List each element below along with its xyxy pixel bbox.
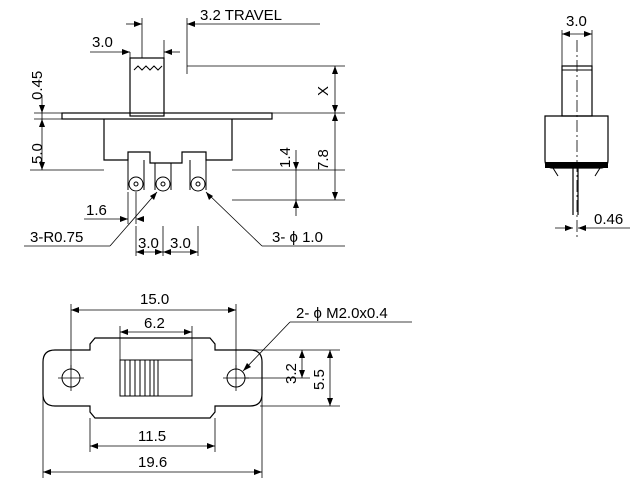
dim-overall-width: 19.6 bbox=[138, 454, 167, 471]
switch-body bbox=[103, 119, 233, 164]
dim-pin-pitch-1: 3.0 bbox=[138, 235, 159, 252]
dim-actuator-width: 3.0 bbox=[92, 34, 113, 51]
slider-knob bbox=[119, 359, 159, 397]
front-view: 3.2 TRAVEL 3.0 0.45 5.0 X 7.8 bbox=[24, 7, 345, 256]
dim-total-height: 7.8 bbox=[315, 149, 332, 170]
terminal-pins bbox=[127, 160, 207, 192]
dim-slot-width: 6.2 bbox=[144, 315, 165, 332]
dim-mount-hole: 2- ϕ M2.0x0.4 bbox=[296, 305, 388, 322]
dim-pin-hole: 3- ϕ 1.0 bbox=[272, 229, 323, 246]
side-body-base bbox=[545, 162, 608, 168]
side-view: 3.0 0.46 bbox=[544, 13, 630, 240]
dim-top-width: 15.0 bbox=[140, 291, 169, 308]
mounting-plate bbox=[61, 112, 273, 120]
dim-pin-radius: 3-R0.75 bbox=[30, 229, 83, 246]
dim-x: X bbox=[315, 86, 332, 96]
dim-pin-length: 1.4 bbox=[277, 147, 294, 168]
dim-actuator-top: 0.45 bbox=[29, 71, 46, 100]
side-body bbox=[544, 115, 609, 169]
dim-travel: 3.2 TRAVEL bbox=[200, 7, 282, 24]
top-view: 15.0 6.2 2- ϕ M2.0x0.4 3.2 5.5 11.5 bbox=[42, 291, 412, 478]
dim-plate-height: 5.5 bbox=[311, 369, 328, 390]
dim-pin-offset: 1.6 bbox=[86, 202, 107, 219]
actuator bbox=[129, 57, 165, 117]
slot bbox=[119, 359, 193, 397]
dim-hole-offset: 3.2 bbox=[283, 363, 300, 384]
dim-body-height: 5.0 bbox=[29, 143, 46, 164]
dim-body-width: 11.5 bbox=[138, 428, 166, 445]
dim-side-width: 3.0 bbox=[566, 13, 587, 30]
dim-pin-thickness: 0.46 bbox=[594, 211, 623, 228]
actuator-knurl bbox=[133, 65, 163, 71]
dim-pin-pitch-2: 3.0 bbox=[170, 235, 191, 252]
